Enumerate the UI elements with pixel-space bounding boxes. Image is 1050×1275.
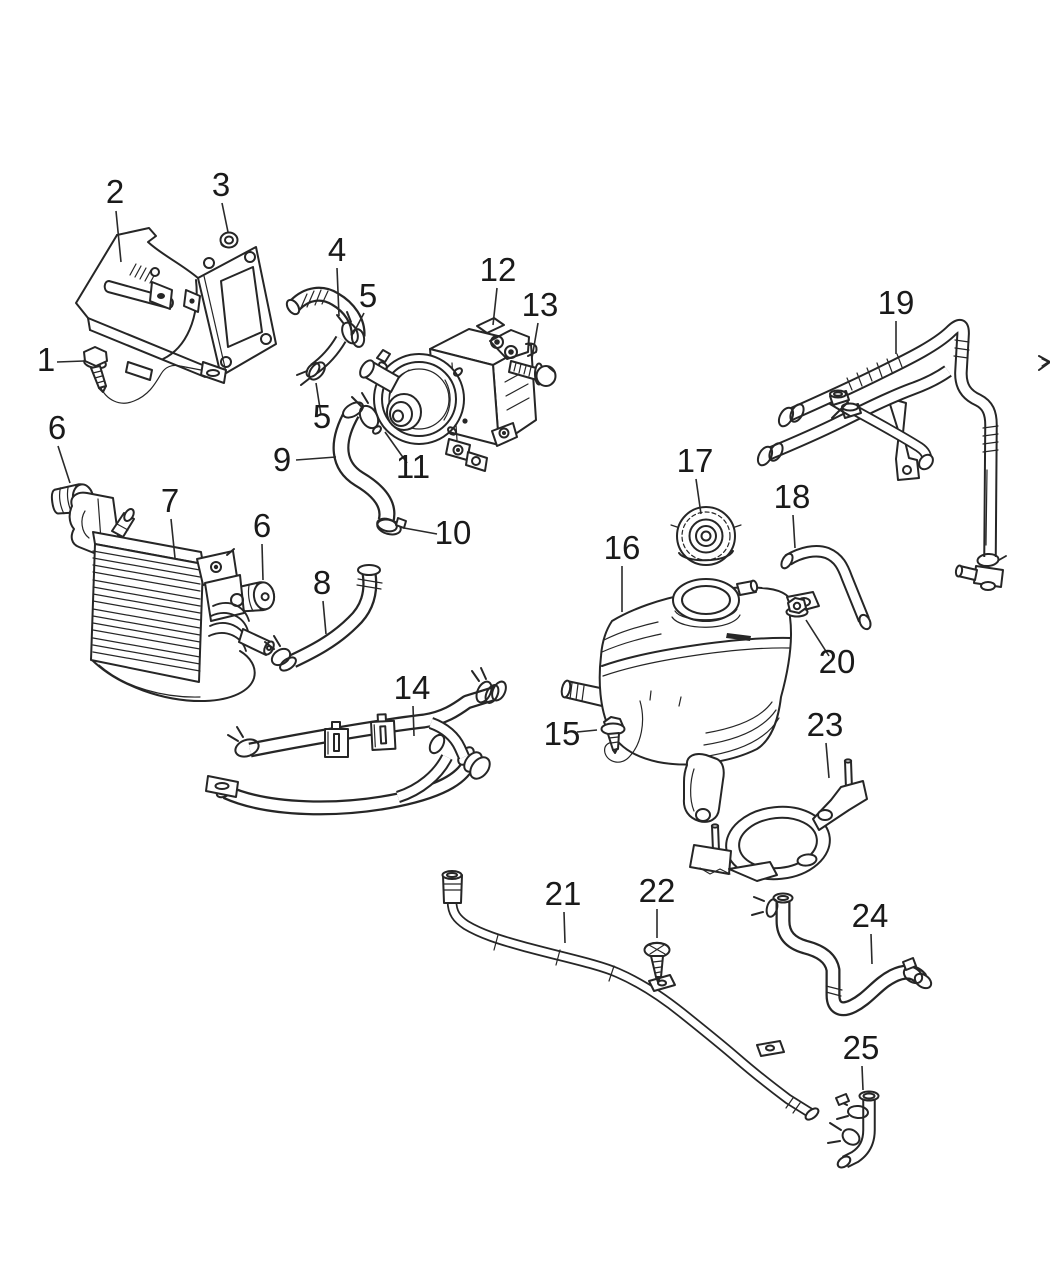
callout-23-leader: [825, 742, 830, 779]
callout-9-leader: [295, 456, 337, 461]
bolt-drawing: [83, 346, 108, 393]
callout-10: 10: [435, 514, 472, 551]
callout-8: 8: [313, 564, 331, 601]
callout-21-leader: [563, 911, 566, 944]
callout-14: 14: [394, 669, 431, 706]
callout-22: 22: [639, 872, 676, 909]
callout-20-leader: [805, 619, 830, 657]
bolt-13-drawing: [508, 360, 557, 387]
callout-4-leader: [336, 267, 340, 317]
callout-5a: 5: [359, 277, 377, 314]
hose-24-drawing: [751, 892, 933, 1017]
hose-4-drawing: [285, 286, 366, 386]
callout-7-leader: [170, 518, 176, 559]
callout-11-leader: [384, 431, 408, 464]
fitting-25-drawing: [827, 1090, 880, 1169]
hose-18-drawing: [780, 545, 872, 631]
clamp-5a-drawing: [336, 311, 359, 345]
callout-25: 25: [843, 1029, 880, 1066]
bracket-drawing: [75, 227, 277, 404]
callout-18-leader: [792, 514, 796, 549]
reservoir-drawing: [560, 578, 820, 766]
callout-9: 9: [273, 441, 291, 478]
support-bracket-23-drawing: [682, 753, 868, 882]
callout-15: 15: [544, 715, 581, 752]
callout-3: 3: [212, 166, 230, 203]
callout-13-leader: [531, 322, 539, 359]
callout-6a-leader: [57, 445, 71, 484]
callout-5a-leader: [352, 312, 365, 335]
callout-23: 23: [807, 706, 844, 743]
callout-6b: 6: [253, 507, 271, 544]
callout-6b-leader: [261, 543, 264, 581]
callout-18: 18: [774, 478, 811, 515]
callout-21: 21: [545, 875, 582, 912]
callout-7: 7: [161, 482, 179, 519]
callout-10-leader: [403, 527, 438, 535]
pump-drawing: [359, 317, 538, 472]
callout-2-leader: [115, 210, 122, 263]
callout-16: 16: [604, 529, 641, 566]
nut-drawing: [219, 231, 239, 249]
callout-11: 11: [396, 448, 430, 485]
callout-8-leader: [322, 600, 327, 635]
hose-9-drawing: [332, 392, 407, 536]
clamp-5b-drawing: [296, 361, 326, 386]
tube-21-drawing: [441, 870, 820, 1121]
callout-14-leader: [412, 705, 415, 737]
callout-15-leader: [576, 729, 598, 733]
callout-2: 2: [106, 173, 124, 210]
callout-1: 1: [37, 341, 55, 378]
callout-3-leader: [221, 202, 229, 233]
callout-19: 19: [878, 284, 915, 321]
callout-labels: 1 2 3 4 5 5 6 6 7 8 9 10 11 12 13 14 15 …: [37, 166, 915, 1066]
callout-24: 24: [852, 897, 889, 934]
hose-8-drawing: [264, 564, 383, 672]
screw-22-drawing: [643, 941, 671, 983]
cap-drawing: [670, 506, 742, 566]
clamp-11-drawing: [351, 392, 380, 430]
callout-13: 13: [522, 286, 559, 323]
callout-25-leader: [861, 1065, 864, 1091]
nut-20-drawing: [785, 597, 809, 618]
callout-4: 4: [328, 231, 346, 268]
callout-24-leader: [870, 933, 873, 965]
callout-6a: 6: [48, 409, 66, 446]
hose-assembly-14-drawing: [205, 667, 507, 816]
tube-assembly-19-drawing: [756, 318, 1050, 591]
callout-20: 20: [819, 643, 856, 680]
cooler-drawing: [68, 491, 275, 703]
callout-5b-leader: [315, 382, 322, 416]
callout-17-leader: [695, 478, 702, 515]
callout-5b: 5: [313, 398, 331, 435]
leader-lines: [56, 202, 897, 1091]
screw-15-drawing: [600, 716, 626, 754]
callout-1-leader: [56, 360, 85, 363]
callout-17: 17: [677, 442, 714, 479]
callout-12-leader: [492, 287, 498, 326]
callout-12: 12: [480, 251, 517, 288]
